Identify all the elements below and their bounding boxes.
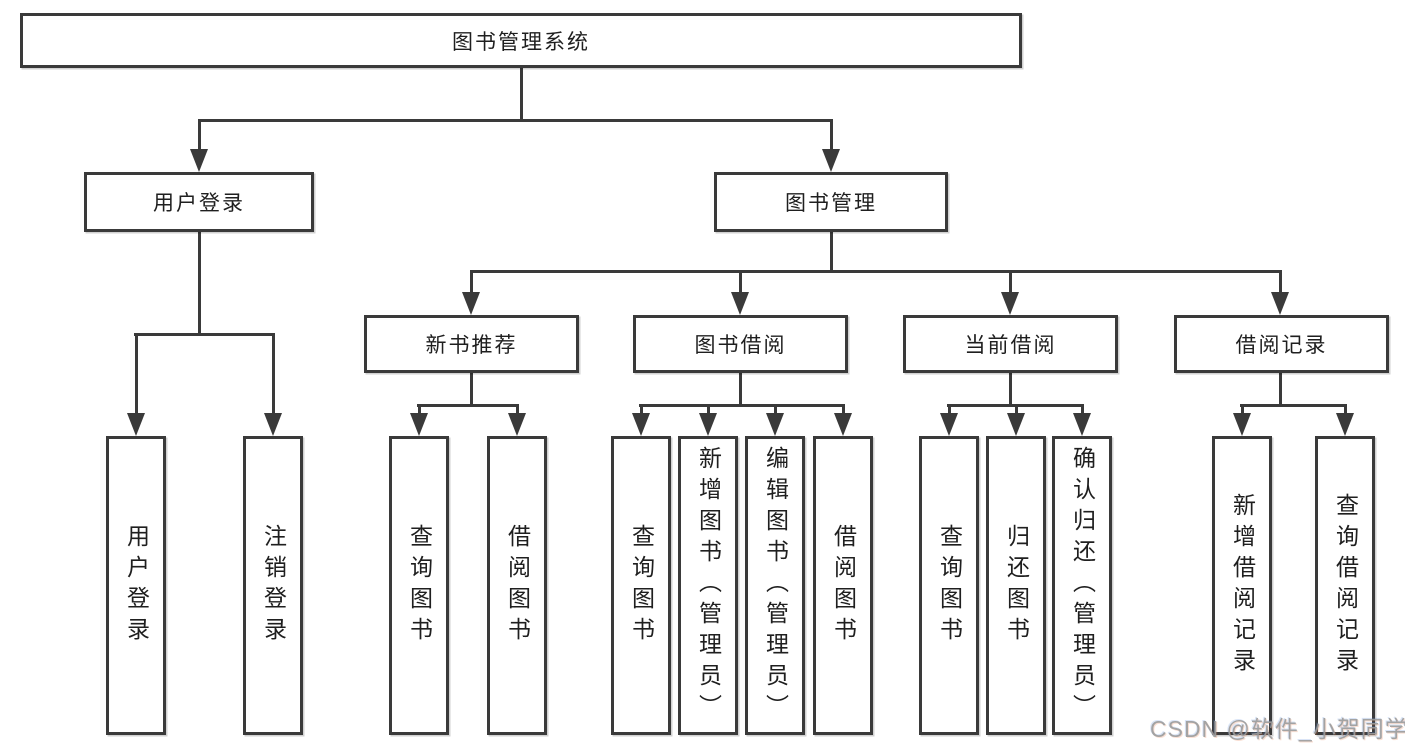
- connector-stem-borrow-records: [1279, 270, 1282, 296]
- leaf-label: 用户登录: [123, 523, 150, 648]
- leaf-confirm-return-admin: 确认归还（管理员）: [1052, 436, 1112, 735]
- connector-root-stem: [520, 68, 523, 122]
- leaf-label: 新增图书（管理员）: [695, 446, 722, 725]
- arrow-to-leaf: [699, 413, 717, 436]
- leaf-label: 查询借阅记录: [1332, 492, 1359, 679]
- node-label: 图书管理: [785, 192, 877, 215]
- connector-stem-leaf-login: [134, 333, 138, 415]
- connector-stem-user-login: [197, 119, 201, 153]
- arrow-to-leaf: [410, 413, 428, 436]
- node-user-login: 用户登录: [84, 172, 314, 232]
- leaf-label: 注销登录: [260, 523, 287, 648]
- leaf-borrow-books-recommend: 借阅图书: [487, 436, 547, 735]
- arrow-to-leaf: [1073, 413, 1091, 436]
- arrow-to-borrow-records: [1271, 292, 1289, 315]
- leaf-query-books-current: 查询图书: [919, 436, 979, 735]
- arrow-to-user-login: [190, 149, 208, 172]
- arrow-to-leaf: [1007, 413, 1025, 436]
- connector-root-bar: [198, 119, 832, 122]
- connector-stem-book-mgmt: [829, 119, 833, 153]
- arrow-to-leaf: [508, 413, 526, 436]
- connector-stem-leaf: [1014, 404, 1018, 416]
- node-new-book-recommend: 新书推荐: [364, 315, 579, 373]
- connector-stem-leaf: [417, 404, 421, 416]
- leaf-label: 确认归还（管理员）: [1069, 446, 1096, 725]
- connector-stem-leaf-logout: [271, 333, 275, 415]
- connector-new-book-stem: [470, 373, 473, 407]
- arrow-to-new-book: [462, 292, 480, 315]
- leaf-add-book-admin: 新增图书（管理员）: [678, 436, 738, 735]
- connector-book-borrow-bar: [639, 404, 845, 407]
- arrow-to-leaf-login: [127, 413, 145, 436]
- leaf-label: 查询图书: [628, 523, 655, 648]
- arrow-to-leaf: [1336, 413, 1354, 436]
- arrow-to-leaf: [834, 413, 852, 436]
- arrow-to-leaf: [632, 413, 650, 436]
- connector-new-book-bar: [417, 404, 518, 407]
- node-label: 用户登录: [153, 192, 245, 215]
- connector-stem-leaf: [1343, 404, 1347, 416]
- connector-borrow-records-bar: [1240, 404, 1347, 407]
- arrow-to-current-borrow: [1001, 292, 1019, 315]
- leaf-label: 借阅图书: [504, 523, 531, 648]
- leaf-label: 归还图书: [1003, 523, 1030, 648]
- leaf-edit-book-admin: 编辑图书（管理员）: [745, 436, 805, 735]
- connector-stem-leaf: [706, 404, 710, 416]
- node-label: 图书借阅: [694, 334, 787, 357]
- connector-stem-leaf: [1240, 404, 1244, 416]
- arrow-to-leaf: [766, 413, 784, 436]
- leaf-label: 借阅图书: [830, 523, 857, 648]
- node-book-borrowing: 图书借阅: [633, 315, 848, 373]
- connector-stem-leaf: [841, 404, 845, 416]
- connector-book-mgmt-bar: [470, 270, 1282, 273]
- csdn-watermark: CSDN @软件_小贺同学: [1150, 716, 1405, 742]
- arrow-to-book-mgmt: [822, 149, 840, 172]
- node-root-system: 图书管理系统: [20, 13, 1022, 68]
- arrow-to-book-borrow: [731, 292, 749, 315]
- leaf-label: 新增借阅记录: [1229, 492, 1256, 679]
- connector-current-borrow-stem: [1009, 373, 1012, 407]
- leaf-query-books-borrow: 查询图书: [611, 436, 671, 735]
- connector-book-borrow-stem: [739, 373, 742, 407]
- connector-stem-leaf: [947, 404, 951, 416]
- leaf-user-login: 用户登录: [106, 436, 166, 735]
- leaf-logout: 注销登录: [243, 436, 303, 735]
- leaf-label: 查询图书: [406, 523, 433, 648]
- arrow-to-leaf: [940, 413, 958, 436]
- connector-stem-leaf: [1080, 404, 1084, 416]
- arrow-to-leaf-logout: [264, 413, 282, 436]
- leaf-label: 编辑图书（管理员）: [762, 446, 789, 725]
- connector-stem-book-borrow: [739, 270, 742, 296]
- connector-borrow-records-stem: [1279, 373, 1282, 407]
- connector-stem-leaf: [773, 404, 777, 416]
- connector-book-mgmt-stem: [829, 232, 833, 273]
- leaf-add-borrow-record: 新增借阅记录: [1212, 436, 1272, 735]
- connector-stem-leaf: [639, 404, 643, 416]
- connector-stem-new-book: [470, 270, 473, 296]
- node-current-borrowing: 当前借阅: [903, 315, 1118, 373]
- connector-stem-current-borrow: [1009, 270, 1012, 296]
- node-book-management: 图书管理: [714, 172, 948, 232]
- node-label: 新书推荐: [425, 334, 518, 357]
- node-label: 当前借阅: [964, 334, 1057, 357]
- connector-user-login-stem: [197, 232, 201, 336]
- leaf-label: 查询图书: [936, 523, 963, 648]
- arrow-to-leaf: [1233, 413, 1251, 436]
- leaf-borrow-books: 借阅图书: [813, 436, 873, 735]
- node-label: 图书管理系统: [452, 30, 590, 54]
- node-borrowing-records: 借阅记录: [1174, 315, 1389, 373]
- leaf-query-borrow-record: 查询借阅记录: [1315, 436, 1375, 735]
- node-label: 借阅记录: [1235, 334, 1328, 357]
- leaf-query-books-recommend: 查询图书: [389, 436, 449, 735]
- connector-user-login-bar: [134, 333, 275, 336]
- leaf-return-book: 归还图书: [986, 436, 1046, 735]
- connector-stem-leaf: [515, 404, 519, 416]
